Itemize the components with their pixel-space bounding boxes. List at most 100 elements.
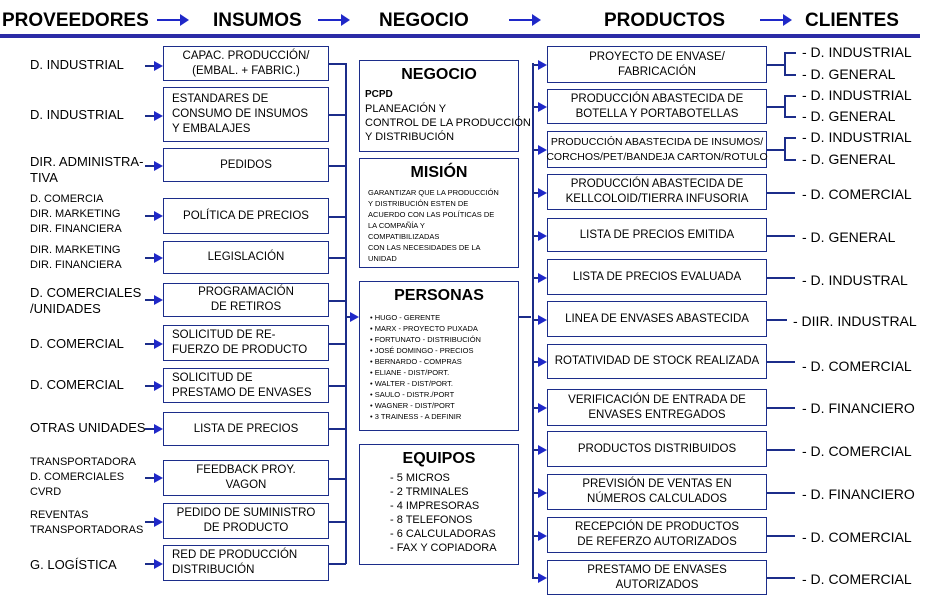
- proveedor-label: DIR. MARKETING DIR. FINANCIERA: [30, 244, 122, 271]
- arrow-icon: [154, 473, 163, 483]
- arrow-icon: [538, 188, 547, 198]
- mision-text: GARANTIZAR QUE LA PRODUCCIÓN Y DISTRIBUC…: [368, 188, 499, 263]
- arrow-icon: [538, 445, 547, 455]
- cliente-label: - D. COMERCIAL: [802, 186, 912, 202]
- arrow-icon: [538, 315, 547, 325]
- proveedor-label: D. INDUSTRIAL: [30, 107, 124, 122]
- persona-item: • BERNARDO - COMPRAS: [370, 357, 462, 366]
- insumo-box: LISTA DE PRECIOS: [163, 412, 329, 446]
- persona-item: • HUGO - GERENTE: [370, 313, 441, 322]
- arrow-icon: [154, 339, 163, 349]
- persona-item: • WALTER - DIST/PORT.: [370, 379, 453, 388]
- producto-box: PRODUCTOS DISTRIBUIDOS: [547, 431, 767, 467]
- persona-item: • WAGNER - DIST/PORT: [370, 401, 455, 410]
- arrow-icon: [154, 211, 163, 221]
- cliente-label: - D. FINANCIERO: [802, 400, 915, 416]
- cliente-label: - D. GENERAL: [802, 229, 896, 245]
- personas-panel: PERSONAS • HUGO - GERENTE• MARX - PROYEC…: [359, 281, 519, 431]
- proveedor-label: D. INDUSTRIAL: [30, 57, 124, 72]
- producto-box: PRESTAMO DE ENVASES AUTORIZADOS: [547, 560, 767, 595]
- equipo-item: - 5 MICROS: [390, 472, 450, 484]
- cliente-label: - D. FINANCIERO: [802, 486, 915, 502]
- arrow-icon: [538, 403, 547, 413]
- arrow-icon: [538, 357, 547, 367]
- header-divider: [0, 34, 920, 38]
- insumo-box: PEDIDO DE SUMINISTRO DE PRODUCTO: [163, 503, 329, 539]
- arrow-icon: [154, 253, 163, 263]
- producto-box: LISTA DE PRECIOS EMITIDA: [547, 218, 767, 252]
- arrow-icon: [154, 424, 163, 434]
- proveedor-label: D. COMERCIALES /UNIDADES: [30, 285, 142, 316]
- insumo-box: FEEDBACK PROY. VAGON: [163, 460, 329, 496]
- header-arrow-3: [509, 14, 541, 26]
- producto-box: LINEA DE ENVASES ABASTECIDA: [547, 301, 767, 337]
- proveedor-label: OTRAS UNIDADES: [30, 420, 146, 435]
- cliente-label: - D. INDUSTRIAL: [802, 129, 912, 145]
- persona-item: • 3 TRAINESS - A DEFINIR: [370, 412, 462, 421]
- productos-connector: [532, 63, 534, 578]
- producto-box: PREVISIÓN DE VENTAS EN NÚMEROS CALCULADO…: [547, 474, 767, 510]
- arrow-icon: [154, 559, 163, 569]
- cliente-label: - D. INDUSTRIAL: [802, 44, 912, 60]
- persona-item: • SAULO - DISTR./PORT: [370, 390, 455, 399]
- persona-item: • ELIANE - DIST/PORT.: [370, 368, 450, 377]
- arrow-icon: [154, 61, 163, 71]
- equipo-item: - 6 CALCULADORAS: [390, 528, 496, 540]
- arrow-icon: [538, 60, 547, 70]
- producto-box: LISTA DE PRECIOS EVALUADA: [547, 259, 767, 295]
- equipo-item: - 4 IMPRESORAS: [390, 500, 480, 512]
- arrow-icon: [154, 295, 163, 305]
- equipo-item: - FAX Y COPIADORA: [390, 542, 497, 554]
- proveedor-label: D. COMERCIAL: [30, 336, 124, 351]
- equipo-item: - 2 TRMINALES: [390, 486, 469, 498]
- mision-panel: MISIÓN GARANTIZAR QUE LA PRODUCCIÓN Y DI…: [359, 158, 519, 268]
- arrow-icon: [350, 312, 359, 322]
- arrow-icon: [538, 102, 547, 112]
- header-clientes: CLIENTES: [805, 10, 899, 31]
- proveedor-label: D. COMERCIAL: [30, 377, 124, 392]
- header-negocio: NEGOCIO: [379, 10, 469, 31]
- header-insumos: INSUMOS: [213, 10, 302, 31]
- persona-item: • MARX - PROYECTO PUXADA: [370, 324, 478, 333]
- insumo-box: PROGRAMACIÓN DE RETIROS: [163, 283, 329, 317]
- equipos-title: EQUIPOS: [402, 450, 476, 467]
- arrow-icon: [538, 145, 547, 155]
- proveedor-label: DIR. ADMINISTRA- TIVA: [30, 154, 144, 185]
- negocio-panel: NEGOCIO PCPD PLANEACIÓN Y CONTROL DE LA …: [359, 60, 531, 152]
- cliente-label: - D. INDUSTRAL: [802, 272, 908, 288]
- negocio-title: NEGOCIO: [401, 66, 477, 83]
- proveedor-label: TRANSPORTADORA D. COMERCIALES CVRD: [30, 456, 136, 498]
- producto-box: PRODUCCIÓN ABASTECIDA DE BOTELLA Y PORTA…: [547, 89, 767, 124]
- proveedor-label: G. LOGÍSTICA: [30, 557, 117, 572]
- arrow-icon: [538, 573, 547, 583]
- insumo-box: ESTANDARES DE CONSUMO DE INSUMOS Y EMBAL…: [163, 87, 329, 142]
- arrow-icon: [538, 531, 547, 541]
- producto-box: VERIFICACIÓN DE ENTRADA DE ENVASES ENTRE…: [547, 389, 767, 426]
- insumo-box: RED DE PRODUCCIÓN DISTRIBUCIÓN: [163, 545, 329, 581]
- proveedor-label: D. COMERCIA DIR. MARKETING DIR. FINANCIE…: [30, 193, 122, 235]
- producto-box: PRODUCCIÓN ABASTECIDA DE KELLCOLOID/TIER…: [547, 174, 767, 210]
- header-arrow-4: [760, 14, 792, 26]
- arrow-icon: [154, 517, 163, 527]
- arrow-icon: [538, 488, 547, 498]
- arrow-icon: [154, 161, 163, 171]
- arrow-icon: [538, 231, 547, 241]
- proveedor-label: REVENTAS TRANSPORTADORAS: [30, 509, 144, 536]
- insumo-box: SOLICITUD DE RE- FUERZO DE PRODUCTO: [163, 325, 329, 361]
- cliente-label: - D. GENERAL: [802, 66, 896, 82]
- cliente-label: - D. COMERCIAL: [802, 358, 912, 374]
- arrow-icon: [538, 273, 547, 283]
- producto-box: PROYECTO DE ENVASE/ FABRICACIÓN: [547, 46, 767, 83]
- insumo-box: SOLICITUD DE PRESTAMO DE ENVASES: [163, 368, 329, 403]
- insumo-box: CAPAC. PRODUCCIÓN/ (EMBAL. + FABRIC.): [163, 46, 329, 81]
- negocio-description: PLANEACIÓN Y CONTROL DE LA PRODUCCIÓN Y …: [365, 103, 531, 143]
- producto-box: RECEPCIÓN DE PRODUCTOS DE REFERZO AUTORI…: [547, 517, 767, 553]
- insumo-box: LEGISLACIÓN: [163, 241, 329, 274]
- header-productos: PRODUCTOS: [604, 10, 726, 31]
- cliente-label: - D. COMERCIAL: [802, 571, 912, 587]
- arrow-icon: [154, 381, 163, 391]
- cliente-label: - D. GENERAL: [802, 151, 896, 167]
- insumo-box: PEDIDOS: [163, 148, 329, 182]
- header-arrow-1: [157, 14, 189, 26]
- persona-item: • FORTUNATO - DISTRIBUCIÓN: [370, 335, 481, 344]
